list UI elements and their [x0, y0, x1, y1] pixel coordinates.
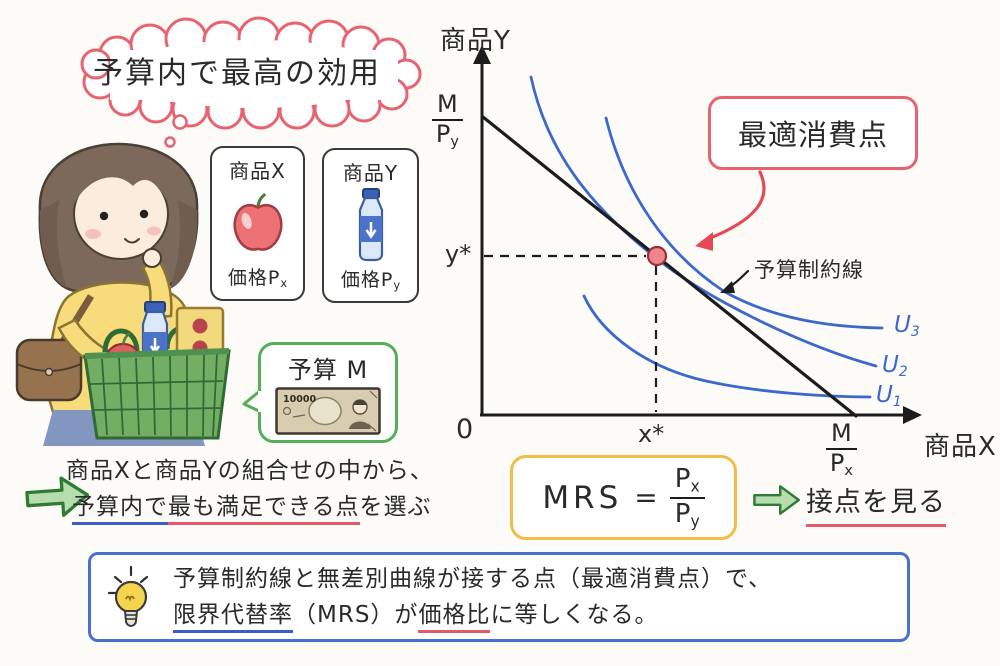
card-x-price: 価格Px	[227, 266, 288, 290]
budget-line	[481, 115, 858, 418]
y-star-label: y*	[445, 240, 472, 268]
optimal-point-callout: 最適消費点	[708, 96, 918, 170]
banknote-icon: 10000	[275, 387, 381, 435]
svg-text:10000: 10000	[283, 394, 316, 405]
curve-u1	[582, 294, 872, 399]
product-card-y: 商品Y 価格Py	[322, 148, 419, 303]
curve-label-u1: U1	[876, 382, 902, 410]
thought-bubble: 予算内で最高の効用	[52, 14, 422, 132]
shopper-illustration	[15, 142, 231, 446]
budget-label: 予算 M	[287, 356, 369, 384]
key-point-blue-term: 限界代替率	[173, 602, 293, 633]
budget-label-arrow-icon	[720, 269, 750, 293]
hand	[142, 248, 162, 268]
budget-bubble-tail-icon	[242, 388, 262, 414]
key-point-box: 予算制約線と無差別曲線が接する点（最適消費点）で、 限界代替率（MRS）が価格比…	[88, 552, 910, 642]
fringe	[74, 166, 168, 204]
cloud-outline-icon	[80, 16, 422, 130]
thought-trail-icon	[164, 114, 188, 148]
mrs-equals: =	[634, 481, 658, 514]
curve-label-u2: U2	[882, 352, 908, 380]
x-star-label: x*	[638, 420, 665, 448]
product-card-x: 商品X 価格Px	[210, 146, 305, 301]
shopping-basket	[83, 348, 231, 440]
takeaway-arrow-right-icon	[25, 476, 90, 517]
takeaway-blue-term: 予算内で	[72, 494, 168, 525]
card-x-title: 商品X	[229, 159, 286, 183]
mrs-price-ratio: Px Py	[669, 465, 705, 529]
key-point-line2: 限界代替率（MRS）が価格比に等しくなる。	[173, 597, 772, 633]
bottle-icon	[358, 188, 383, 262]
x-intercept-label: M Px	[826, 420, 857, 479]
curve-label-u3: U3	[894, 312, 920, 340]
card-y-price: 価格Py	[340, 268, 401, 292]
mrs-lhs: MRS	[542, 479, 623, 516]
takeaway-line1: 商品Xと商品Yの組合せの中から、	[66, 458, 434, 484]
x-axis-label: 商品X	[924, 432, 997, 462]
takeaway-red-term: 最も満足できる点	[168, 494, 360, 525]
apple-icon	[232, 193, 283, 252]
tangent-note: 接点を見る	[806, 480, 946, 527]
takeaway-line2: 予算内で最も満足できる点を選ぶ	[72, 487, 432, 525]
dashed-guides	[484, 254, 658, 412]
key-point-line1: 予算制約線と無差別曲線が接する点（最適消費点）で、	[173, 566, 773, 592]
budget-bubble: 予算 M 10000	[258, 342, 398, 443]
tangent-arrow-right-icon	[753, 485, 800, 515]
y-intercept-label: M Py	[432, 91, 463, 150]
budget-line-label: 予算制約線	[754, 258, 864, 282]
mrs-formula-box: MRS = Px Py	[510, 455, 737, 540]
lightbulb-icon	[107, 565, 149, 628]
shoulder-bag	[15, 338, 83, 402]
origin-label: 0	[456, 414, 474, 445]
callout-arrow-icon	[695, 170, 766, 251]
y-axis-label: 商品Y	[440, 26, 511, 56]
thought-text: 予算内で最高の効用	[93, 56, 381, 91]
optimal-point-marker	[646, 245, 668, 267]
key-point-text: 予算制約線と無差別曲線が接する点（最適消費点）で、 限界代替率（MRS）が価格比…	[173, 561, 772, 633]
key-point-red-term: 価格比	[418, 602, 491, 633]
card-y-title: 商品Y	[342, 161, 399, 185]
